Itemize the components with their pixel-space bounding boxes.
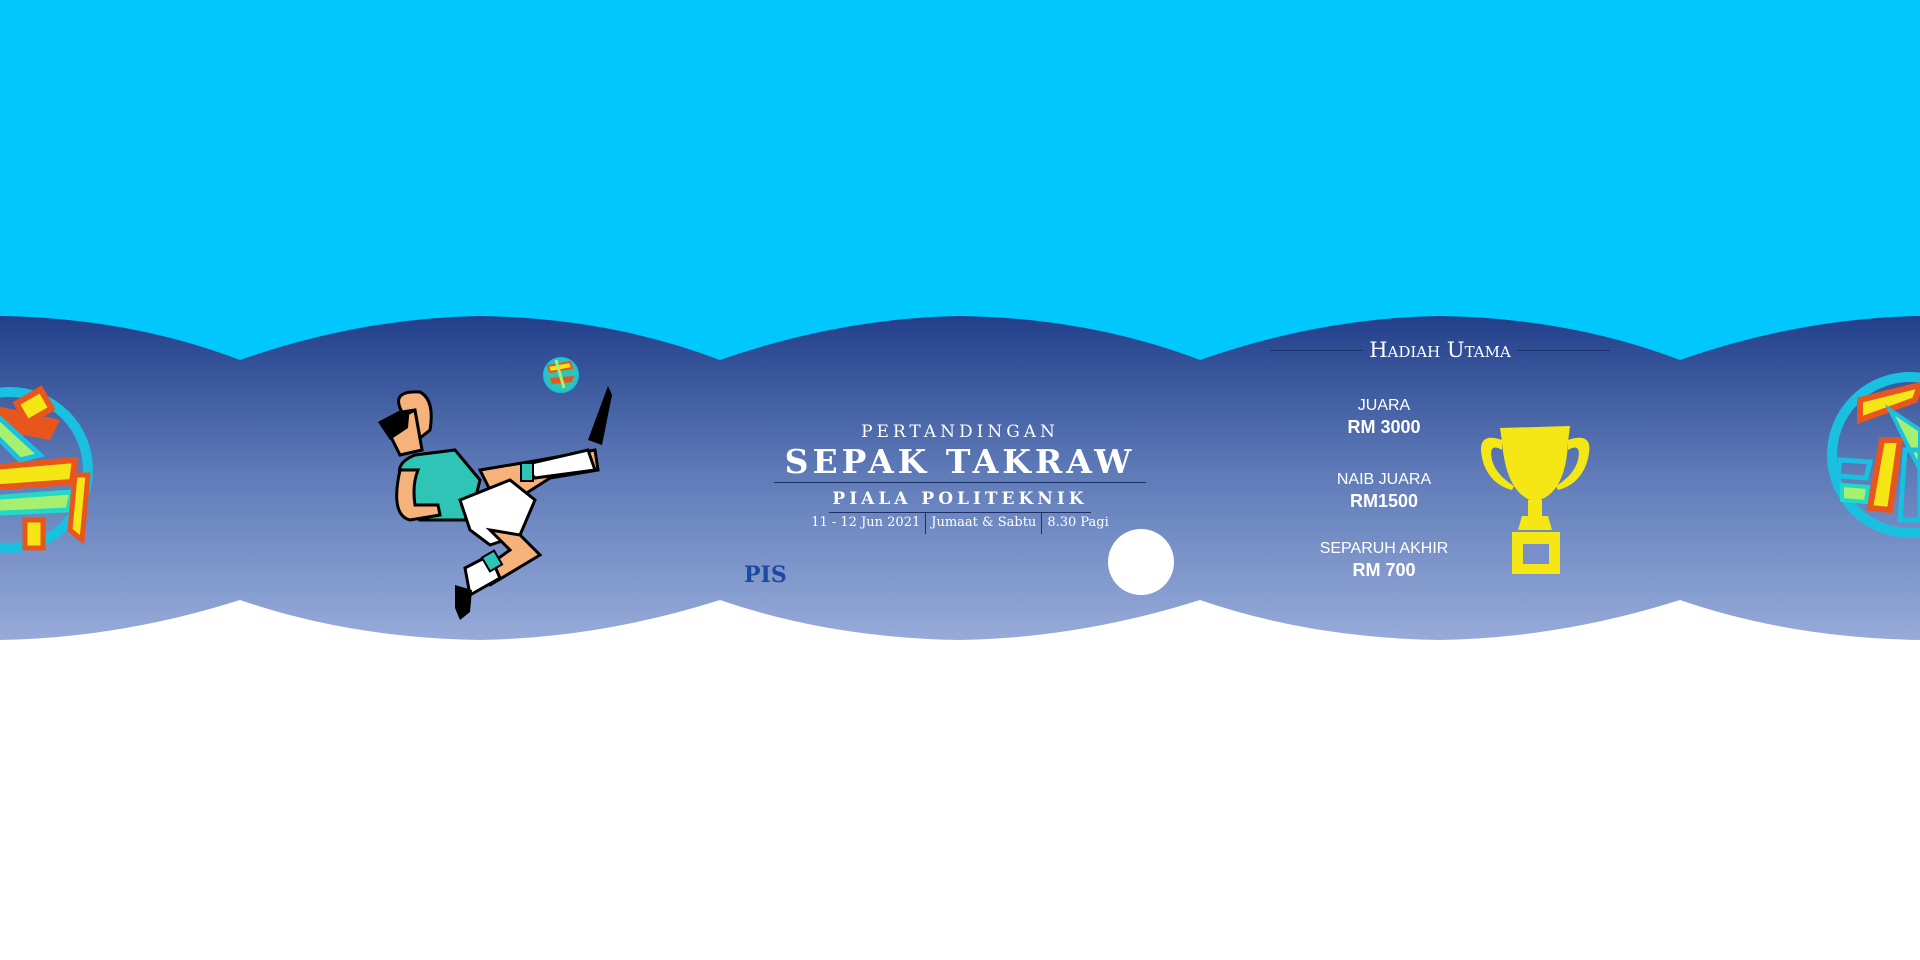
event-title: SEPAK TAKRAW	[784, 442, 1136, 481]
pre-title: PERTANDINGAN	[861, 422, 1059, 442]
prize-item-naib-juara: NAIB JUARA RM1500	[1336, 471, 1432, 511]
event-time: 8.30 Pagi	[1041, 513, 1113, 534]
ball-right-icon	[1827, 372, 1920, 538]
event-title-block: PERTANDINGAN SEPAK TAKRAW PIALA POLITEKN…	[760, 422, 1160, 534]
trophy-icon	[1480, 426, 1590, 574]
title-divider	[774, 482, 1146, 483]
pis-logo: PIS	[744, 562, 787, 588]
prize-heading: Hadiah Utama	[1270, 338, 1610, 362]
sepak-takraw-player-icon	[378, 357, 612, 620]
event-days: Jumaat & Sabtu	[925, 513, 1041, 534]
sky-background	[0, 0, 1920, 360]
ball-left-icon	[0, 385, 93, 553]
prize-item-separuh-akhir: SEPARUH AKHIR RM 700	[1319, 540, 1449, 580]
white-circle	[1108, 529, 1174, 595]
prize-item-juara: JUARA RM 3000	[1347, 397, 1421, 437]
event-date: 11 - 12 Jun 2021	[811, 515, 921, 530]
event-subtitle: PIALA POLITEKNIK	[832, 489, 1088, 509]
event-info-row: 11 - 12 Jun 2021 Jumaat & Sabtu 8.30 Pag…	[760, 513, 1160, 534]
rattan-ball-icon	[543, 357, 579, 393]
subtitle-divider	[829, 512, 1091, 513]
